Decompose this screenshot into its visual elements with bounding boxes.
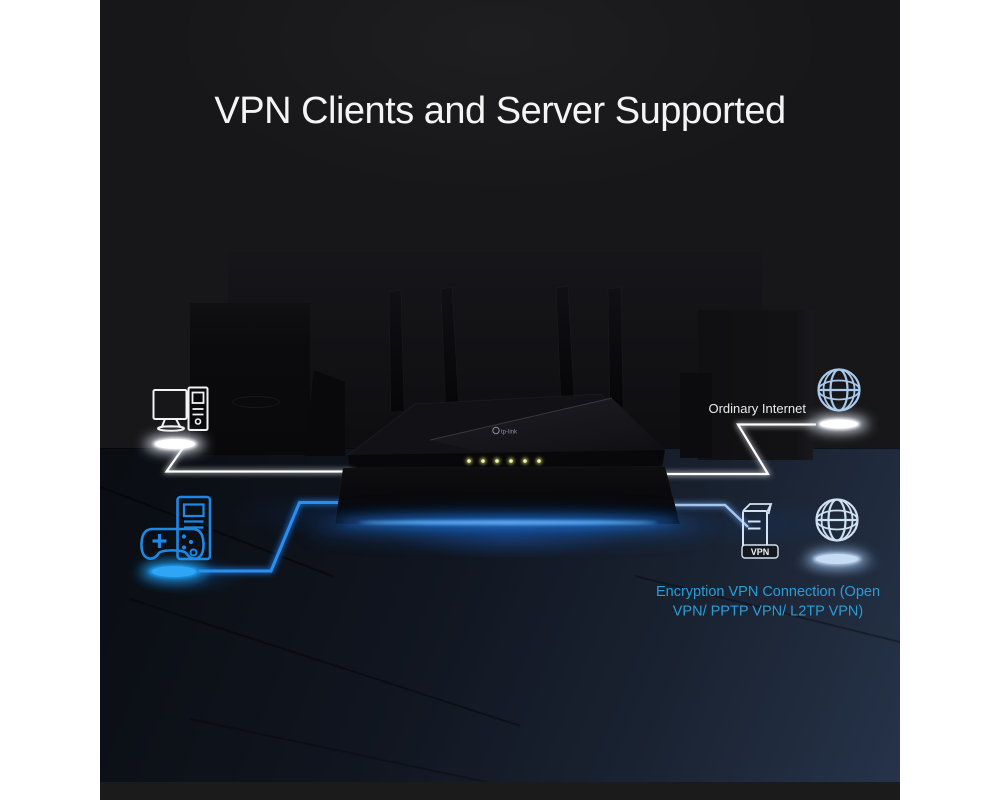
- right-small-box: [680, 373, 712, 458]
- blue-connection-line-right: [660, 502, 750, 529]
- page-title: VPN Clients and Server Supported: [214, 90, 786, 132]
- router-antennas: [388, 285, 624, 415]
- desktop-pc-icon: [152, 386, 209, 432]
- router-body: tp-link: [347, 393, 666, 470]
- pedestal-glow: [308, 514, 708, 538]
- blue-connection-line-left: [199, 500, 354, 574]
- vpn-caption-line1: Encryption VPN Connection (Open: [656, 584, 880, 600]
- pc-tower: [187, 386, 209, 431]
- router-logo-text: tp-link: [501, 430, 518, 436]
- router-antenna: [555, 285, 575, 401]
- scene-overlay: tp-link: [140, 285, 880, 620]
- globe-icon-top: [817, 368, 861, 412]
- white-glow-ellipse-right: [810, 415, 868, 433]
- status-led: [523, 459, 527, 463]
- white-connection-line-right: [648, 422, 816, 476]
- vpn-badge: VPN: [741, 544, 779, 559]
- speaker-oval-detail: [232, 396, 280, 408]
- globe-icon-bottom: [815, 498, 859, 542]
- left-speaker-box: [190, 303, 310, 455]
- status-led: [467, 459, 471, 463]
- router-gloss-panel: [430, 398, 665, 464]
- lightblue-glow-ellipse: [806, 550, 868, 568]
- status-led: [537, 459, 541, 463]
- right-cabinet-box: [698, 310, 813, 460]
- router-front-face: [348, 450, 665, 470]
- blue-glow-ellipse: [141, 561, 207, 582]
- status-leds: [465, 457, 543, 465]
- vpn-caption: Encryption VPN Connection (Open VPN/ PPT…: [656, 584, 880, 620]
- router-antenna: [440, 286, 460, 415]
- router: tp-link: [347, 285, 666, 470]
- game-controller-icon: [140, 527, 205, 560]
- white-glow-ellipse-left: [145, 435, 205, 453]
- status-led: [509, 459, 513, 463]
- baseboard: [100, 782, 900, 800]
- monitor-icon: [152, 389, 188, 420]
- router-pedestal: [308, 466, 708, 538]
- scene-background: tp-link: [100, 0, 900, 800]
- router-antenna: [607, 286, 624, 409]
- status-led: [481, 459, 485, 463]
- vpn-badge-text: VPN: [751, 547, 770, 557]
- monitor-base: [157, 425, 185, 432]
- ordinary-internet-label: Ordinary Internet: [708, 401, 806, 416]
- router-antenna: [388, 289, 405, 413]
- white-connection-line-left: [163, 446, 354, 474]
- router-logo: tp-link: [492, 426, 518, 436]
- vpn-caption-line2: VPN/ PPTP VPN/ L2TP VPN): [673, 604, 863, 620]
- status-led: [495, 459, 499, 463]
